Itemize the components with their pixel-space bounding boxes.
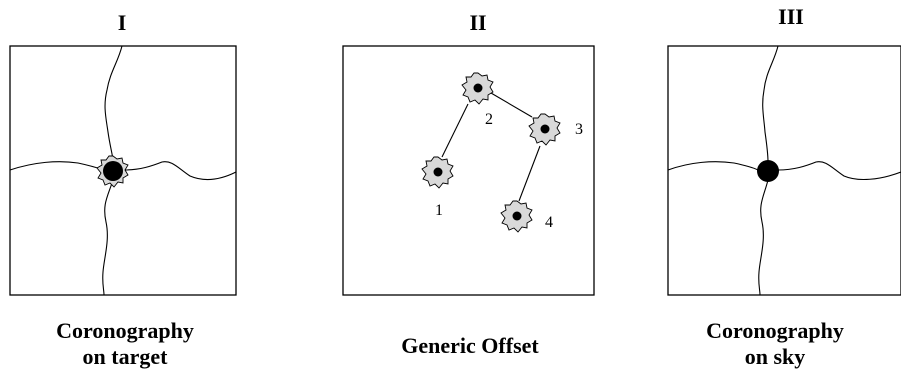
- caption-2-line-1: Generic Offset: [401, 333, 539, 358]
- panel-title-2: II: [469, 10, 487, 35]
- offset-link-1-2: [441, 103, 469, 158]
- panel-1-line-right: [123, 161, 237, 181]
- panel-title-3: III: [778, 4, 804, 29]
- offset-label-4: 4: [545, 214, 553, 231]
- panel-1-frame: [9, 45, 237, 296]
- offset-position-2: [461, 72, 494, 105]
- caption-3: Coronography on sky: [670, 318, 880, 370]
- offset-link-2-3: [490, 92, 533, 118]
- panel-3-line-bottom: [758, 179, 769, 296]
- caption-3-line-1: Coronography: [706, 318, 844, 343]
- panel-1-coronography-on-target: [9, 45, 237, 296]
- offset-label-2: 2: [485, 111, 493, 128]
- panel-2-frame: [342, 45, 595, 296]
- panel-3-coronography-on-sky: [667, 45, 901, 296]
- panel-3-line-right: [777, 161, 901, 181]
- offset-position-3: [528, 113, 561, 146]
- caption-1-line-2: on target: [82, 344, 168, 369]
- offset-label-3: 3: [575, 121, 583, 138]
- panel-1-line-left: [9, 161, 105, 171]
- offset-link-3-4: [518, 145, 541, 202]
- panel-1-line-top: [104, 45, 123, 161]
- panel-1-line-bottom: [102, 179, 114, 296]
- panel-3-frame: [667, 45, 901, 296]
- offset-label-1: 1: [435, 202, 443, 219]
- caption-3-line-2: on sky: [744, 344, 806, 369]
- panel-3-star-dot: [757, 160, 779, 182]
- caption-1: Coronography on target: [20, 318, 230, 370]
- panel-3-line-top: [762, 45, 779, 163]
- offset-position-1: [421, 156, 454, 189]
- caption-1-line-1: Coronography: [56, 318, 194, 343]
- panel-title-1: I: [117, 10, 127, 35]
- panel-2-generic-offset: 1 2 3 4: [342, 45, 595, 296]
- panel-3-line-left: [667, 161, 759, 171]
- offset-position-4: [500, 200, 533, 233]
- panel-1-star-dot: [103, 161, 123, 181]
- caption-2: Generic Offset: [350, 333, 590, 359]
